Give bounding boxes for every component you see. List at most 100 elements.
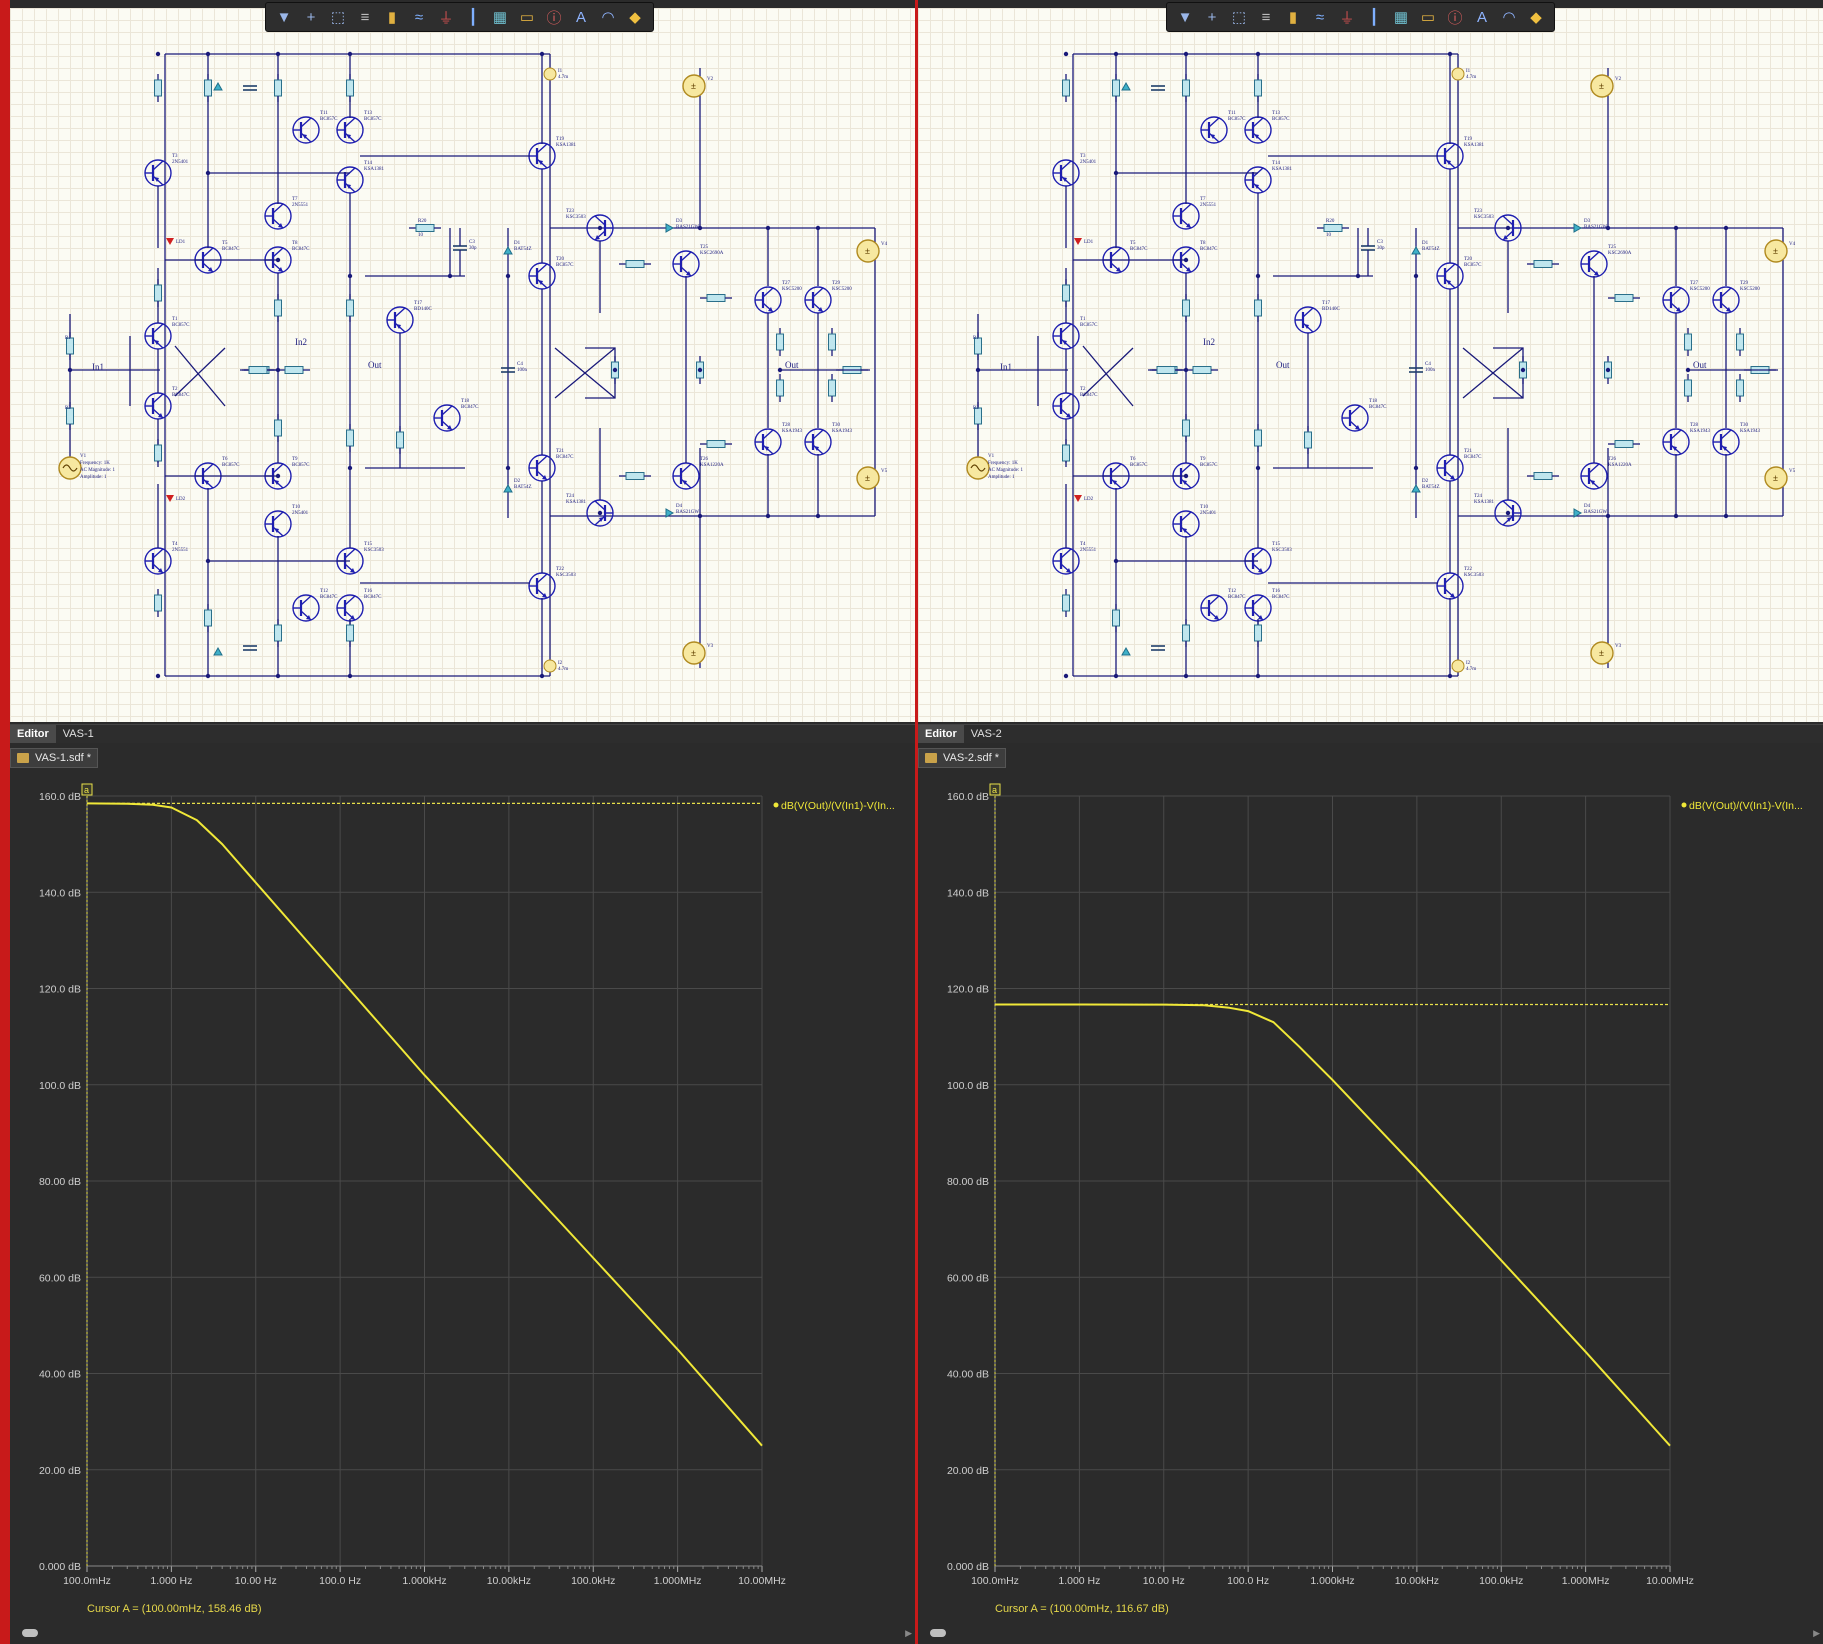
y-tick-label: 60.00 dB [947,1272,989,1284]
schematic-label: Frequency: 1K [80,461,110,466]
resistor-icon [1182,624,1190,642]
component-icon[interactable]: ▮ [1288,9,1298,26]
crosshair-icon[interactable]: + [1207,8,1217,26]
probe-icon[interactable]: ⓘ [546,9,562,27]
tab-vas[interactable]: VAS-1 [62,728,94,740]
x-tick-label: 1.000MHz [654,1575,702,1587]
probe-icon[interactable]: ⓘ [1447,9,1463,27]
horizontal-scrollbar[interactable]: ▶ [22,1628,912,1638]
component-icon[interactable]: ▮ [387,9,397,26]
scroll-right-icon[interactable]: ▶ [905,1628,912,1638]
schematic-label: T21 [1464,449,1473,454]
transistor-icon [1436,262,1464,290]
schematic-label: R2 [973,406,979,411]
filter-icon[interactable]: ▼ [1177,8,1193,26]
schematic-label: T11 [320,111,328,116]
bus-icon[interactable]: ┃ [1369,9,1379,26]
junction-dot [347,51,353,57]
crosshair-icon[interactable]: + [306,8,316,26]
tab-editor[interactable]: Editor [918,725,964,743]
y-tick-label: 80.00 dB [39,1176,81,1188]
schematic-label: 2N5401 [172,160,189,165]
arc-icon[interactable]: ◠ [1502,9,1516,26]
marker-icon[interactable]: ◆ [1530,9,1542,26]
tab-editor[interactable]: Editor [10,725,56,743]
text-icon[interactable]: A [1476,8,1487,26]
horizontal-scrollbar[interactable]: ▶ [930,1628,1820,1638]
transistor-icon [1052,159,1080,187]
schematic-label: KSC3503 [1474,215,1494,220]
junction-dot [1723,225,1729,231]
schematic-label: 10 [1326,233,1332,238]
diode-icon [213,81,223,91]
ground-icon[interactable]: ⏚ [438,9,454,27]
schematic-label: T13 [364,111,373,116]
resistor-icon [154,444,162,462]
schematic-label: BC847C [1080,393,1098,398]
port-icon[interactable]: ▭ [519,9,535,26]
x-tick-label: 100.0 Hz [319,1575,361,1587]
transistor-icon [672,250,700,278]
schematic-label: T20 [1464,257,1473,262]
scrollbar-thumb[interactable] [930,1629,946,1637]
schematic-label: T14 [364,161,373,166]
schematic-label: 100n [1425,368,1436,373]
schematic-label: BC857C [1272,117,1290,122]
text-icon[interactable]: A [575,8,586,26]
schematic-label: BC847C [320,595,338,600]
schematic-label: R2 [65,406,71,411]
resistor-icon [1182,299,1190,317]
bus-icon[interactable]: ┃ [468,9,478,26]
filter-icon[interactable]: ▼ [276,8,292,26]
diode-icon [665,508,675,518]
schematic-label: KSA1943 [1740,429,1761,434]
resistor-icon [204,609,212,627]
transistor-icon [144,159,172,187]
schematic-label: T15 [1272,542,1281,547]
schematic-label: T2 [1080,387,1086,392]
diode-icon [503,245,513,255]
scroll-right-icon[interactable]: ▶ [1813,1628,1820,1638]
net-label-icon[interactable]: ≈ [414,8,424,26]
resistor-icon [625,472,645,480]
schematic-label: 2N5551 [292,203,309,208]
y-tick-label: 100.0 dB [947,1080,989,1092]
scrollbar-thumb[interactable] [22,1629,38,1637]
schematic-label: Out [368,360,382,370]
resistor-icon [1533,260,1553,268]
align-icon[interactable]: ≡ [360,8,370,26]
part-icon[interactable]: ▦ [492,9,508,26]
diode-icon [1411,483,1421,493]
transistor-icon [1712,286,1740,314]
schematic-label: T1 [172,317,178,322]
tab-vas[interactable]: VAS-2 [970,728,1002,740]
schematic-label: V4 [1789,242,1796,247]
junction-dot [1183,51,1189,57]
schematic-label: KSC3503 [364,548,384,553]
schematic-label: KSA1943 [1690,429,1711,434]
align-icon[interactable]: ≡ [1261,8,1271,26]
select-rect-icon[interactable]: ⬚ [330,9,346,26]
marker-icon[interactable]: ◆ [629,9,641,26]
schematic-label: D3 [676,219,683,224]
ground-icon[interactable]: ⏚ [1339,9,1355,27]
net-label-icon[interactable]: ≈ [1315,8,1325,26]
schematic-label: BC857C [1080,323,1098,328]
port-icon[interactable]: ▭ [1420,9,1436,26]
schematic-label: T2 [172,387,178,392]
resistor-icon [1062,444,1070,462]
select-rect-icon[interactable]: ⬚ [1231,9,1247,26]
document-tab[interactable]: VAS-2.sdf * [918,748,1007,768]
schematic-label: T7 [292,197,298,202]
document-tab[interactable]: VAS-1.sdf * [10,748,99,768]
x-tick-label: 1.000 Hz [150,1575,192,1587]
arc-icon[interactable]: ◠ [601,9,615,26]
resistor-icon [1156,366,1176,374]
part-icon[interactable]: ▦ [1393,9,1409,26]
